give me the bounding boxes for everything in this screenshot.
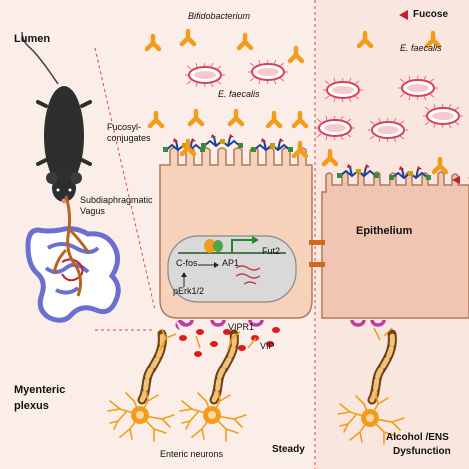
antibody-icon: [268, 113, 280, 126]
antibody-icon: [294, 113, 306, 126]
perk-label: pErk1/2: [173, 286, 205, 296]
vipr1-receptor-icon: [248, 319, 264, 327]
steady-label: Steady: [272, 444, 305, 455]
dysfunction-epithelial-cell: [321, 171, 469, 319]
vipr1-receptor-icon: [350, 319, 366, 327]
tight-junction-icon: [309, 240, 325, 245]
bifidobacterium-label: Bifidobacterium: [188, 11, 251, 21]
mouse-icon: [21, 31, 92, 204]
transcription-arrow: [231, 239, 252, 252]
vip-label: VIP: [260, 341, 275, 351]
cfos-label: C-fos: [176, 258, 198, 268]
antibody-icon: [147, 36, 159, 49]
tight-junction-icon: [309, 262, 325, 267]
dendrite-icon: [159, 327, 393, 351]
transcription-complex-icon: [204, 239, 216, 253]
antibody-icon: [190, 111, 202, 124]
subdiaphragmatic-label: Subdiaphragmatic: [80, 195, 153, 205]
antibody-icon: [230, 111, 242, 124]
antibody-icon: [150, 113, 162, 126]
plexus-label: plexus: [14, 400, 49, 412]
vagus-nerve-icon: [52, 195, 90, 297]
epithelium-label: Epithelium: [356, 225, 413, 237]
vipr1-receptor-icon: [178, 319, 194, 327]
antibody-icon: [182, 31, 194, 44]
vipr1-receptor-icon: [210, 319, 226, 327]
dysfunction-label: Dysfunction: [393, 446, 451, 457]
antibody-icon: [290, 48, 302, 61]
efaecalis-label-dysfunction: E. faecalis: [400, 43, 442, 53]
vagus-label: Vagus: [80, 206, 105, 216]
fucosyl-label-line2: conjugates: [107, 133, 151, 143]
vipr1-receptor-icon: [370, 319, 386, 327]
enteric-neurons-label: Enteric neurons: [160, 449, 224, 459]
fucose-icon: [452, 176, 460, 184]
vipr1-label: VIPR1: [228, 322, 255, 332]
myenteric-label: Myenteric: [14, 384, 66, 396]
axon-icon: [142, 334, 162, 400]
lumen-label: Lumen: [14, 33, 51, 45]
bacterium-icon: [184, 62, 226, 88]
bacterium-icon: [247, 59, 289, 85]
zoom-guide-top: [94, 47, 156, 311]
antibody-icon: [239, 35, 251, 48]
fucose-icon: [399, 10, 408, 20]
alcohol-ens-label: Alcohol /ENS: [386, 432, 449, 443]
vip-peptide-icon: [179, 327, 280, 357]
fut2-label: Fut2: [262, 246, 281, 256]
fucosyl-label-line1: Fucosyl-: [107, 122, 142, 132]
fucosyl-conjugate-icon: [200, 133, 244, 149]
transcription-complex-icon: [213, 240, 223, 252]
efaecalis-label-steady: E. faecalis: [218, 89, 260, 99]
mrna-icon: [235, 265, 261, 285]
ap1-label: AP1: [222, 258, 240, 268]
fucose-legend-label: Fucose: [413, 9, 449, 20]
intestine-icon: [25, 195, 121, 323]
vipr1-receptor-icon: [175, 320, 186, 330]
